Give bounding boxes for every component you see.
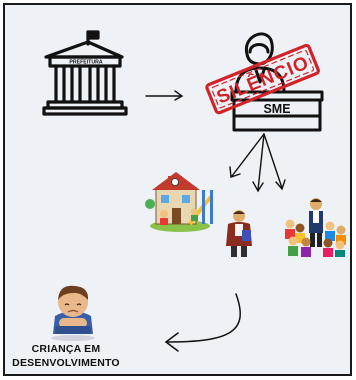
sme-label: SME — [263, 102, 290, 116]
silence-stamp: SILÊNCIO — [205, 43, 320, 115]
curved-arrow-icon — [165, 293, 241, 352]
children-group-icon — [285, 198, 346, 257]
sad-child-icon — [51, 285, 95, 341]
child-caption: CRIANÇA EM DESENVOLVIMENTO — [0, 342, 132, 370]
teacher-icon — [226, 210, 252, 257]
office-worker-desk-icon: SME — [230, 32, 324, 132]
city-hall-building-icon: PREFEITURA — [42, 30, 128, 116]
branch-arrows-icon — [229, 133, 286, 193]
caption-line-1: CRIANÇA EM — [31, 343, 101, 355]
prefeitura-label: PREFEITURA — [69, 60, 102, 66]
school-playground-icon — [145, 172, 214, 232]
caption-line-2: DESENVOLVIMENTO — [12, 357, 120, 369]
arrow-right-icon — [145, 90, 184, 101]
